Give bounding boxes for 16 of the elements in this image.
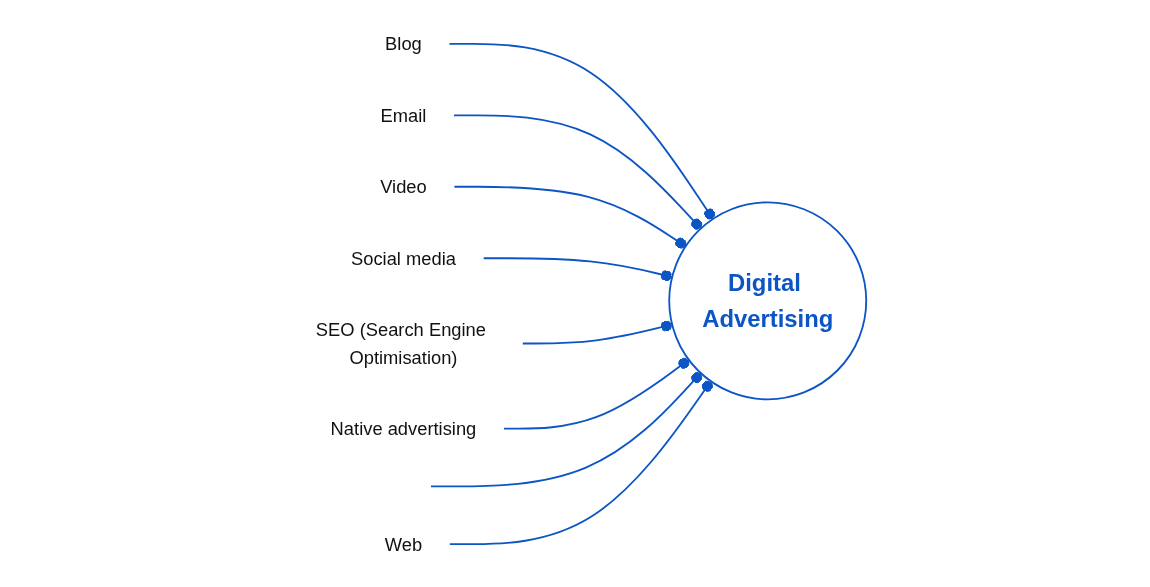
connector	[482, 256, 673, 281]
node-text: Blog	[384, 33, 422, 54]
connector	[448, 42, 715, 220]
node-text: Web	[384, 533, 422, 554]
connector	[452, 113, 702, 230]
connector	[502, 357, 690, 430]
node-text: Email	[380, 104, 427, 125]
connector	[429, 371, 702, 487]
node-text: SEO (Search Engine Optimisation)	[315, 319, 486, 367]
node-text: Native advertising	[330, 418, 477, 439]
node-text: Video	[379, 176, 427, 197]
node-circle: Digital Advertising	[668, 200, 867, 400]
connector	[453, 185, 687, 249]
connector	[521, 320, 673, 344]
node-text: Social media	[350, 247, 456, 268]
connector	[448, 379, 713, 545]
